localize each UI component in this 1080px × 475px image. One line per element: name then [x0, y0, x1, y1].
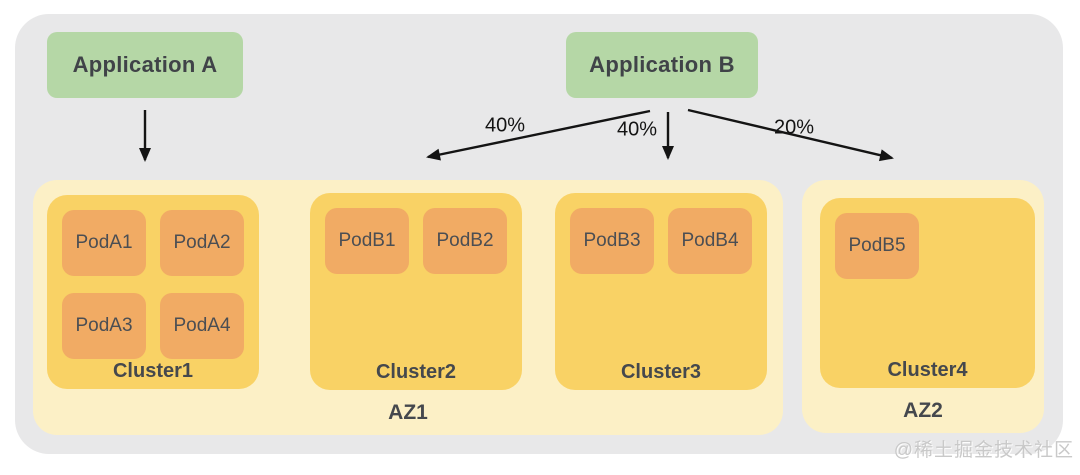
zone-az2-label: AZ2: [903, 399, 943, 422]
cluster1-label: Cluster1: [112, 360, 194, 382]
traffic-percent-cluster3: 40%: [616, 118, 658, 141]
application-a-label: Application A: [72, 52, 218, 77]
cluster3-node: PodB3 PodB4 Cluster3: [555, 193, 767, 390]
pod-podA3: PodA3: [62, 293, 146, 359]
zone-az1: PodA1 PodA2 PodA3 PodA4 Cluster1 PodB1 P…: [33, 180, 783, 435]
application-b-label: Application B: [589, 52, 735, 77]
cluster2-label: Cluster2: [375, 361, 457, 383]
cluster3-label: Cluster3: [620, 361, 702, 383]
pod-podB1: PodB1: [325, 208, 409, 274]
traffic-percent-cluster4: 20%: [773, 116, 815, 139]
cluster1-node: PodA1 PodA2 PodA3 PodA4 Cluster1: [47, 195, 259, 389]
zone-az1-label: AZ1: [388, 401, 428, 424]
pod-podA4: PodA4: [160, 293, 244, 359]
cluster4-node: PodB5 Cluster4: [820, 198, 1035, 388]
watermark-text: @稀土掘金技术社区: [893, 440, 1074, 461]
traffic-percent-cluster2: 40%: [484, 114, 526, 137]
pod-podB3: PodB3: [570, 208, 654, 274]
cluster1-pods: PodA1 PodA2 PodA3 PodA4: [47, 195, 259, 359]
application-a-node: Application A: [47, 32, 243, 98]
zone-az2: PodB5 Cluster4 AZ2: [802, 180, 1044, 433]
cluster2-node: PodB1 PodB2 Cluster2: [310, 193, 522, 390]
cluster4-label: Cluster4: [887, 359, 968, 381]
application-b-node: Application B: [566, 32, 758, 98]
pod-podB4: PodB4: [668, 208, 752, 274]
pod-podA1: PodA1: [62, 210, 146, 276]
pod-podB5: PodB5: [835, 213, 919, 279]
cluster3-pods: PodB3 PodB4: [555, 193, 767, 274]
pod-podB2: PodB2: [423, 208, 507, 274]
cluster2-pods: PodB1 PodB2: [310, 193, 522, 274]
cluster4-pods: PodB5: [820, 198, 1035, 279]
pod-podA2: PodA2: [160, 210, 244, 276]
